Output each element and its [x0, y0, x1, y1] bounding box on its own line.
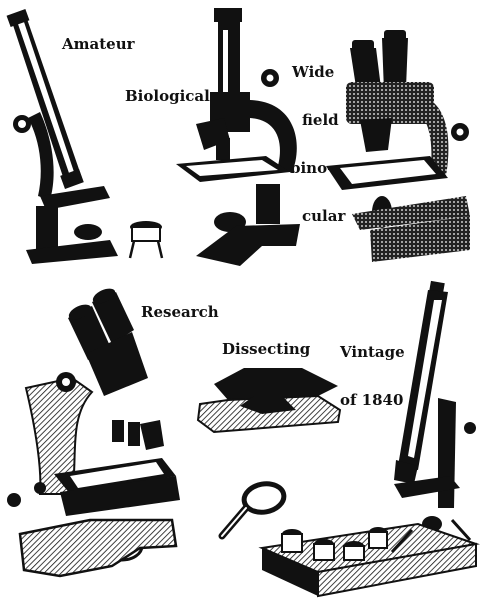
label-dissecting: Dissecting [222, 340, 311, 358]
label-wide-line-4: cular [302, 207, 346, 225]
label-wide-line-1: Wide [292, 63, 335, 81]
label-wide-line-2: field [302, 111, 339, 129]
research-microscope [7, 288, 180, 578]
label-research: Research [141, 303, 219, 321]
biological-microscope [176, 8, 300, 266]
vintage-microscope [258, 280, 480, 598]
magnifying-glass [218, 481, 287, 540]
amateur-microscope [6, 8, 118, 264]
label-biological: Biological [125, 87, 210, 105]
label-vintage-line-2: of 1840 [340, 391, 404, 409]
label-wide-line-3: bino- [290, 159, 334, 177]
binocular-microscope [326, 30, 470, 262]
label-amateur: Amateur [62, 35, 135, 53]
label-vintage-line-1: Vintage [340, 343, 405, 361]
label-vintage-1840: Vintage of 1840 [340, 312, 405, 440]
label-wide-field-binocular: Wide field bino- cular [290, 32, 345, 256]
eyepiece-accessory [128, 221, 164, 259]
dissecting-microscope [196, 368, 342, 434]
